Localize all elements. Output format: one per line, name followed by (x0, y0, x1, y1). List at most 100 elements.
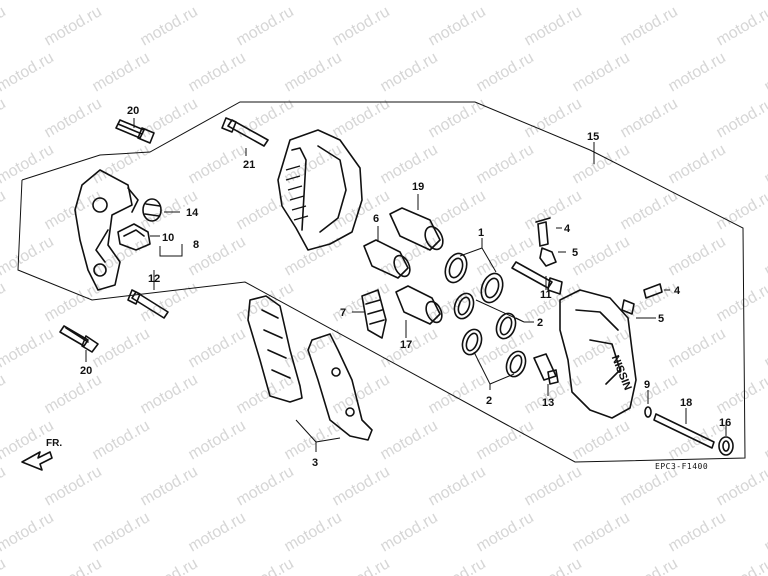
watermark-text: motod.ru (234, 3, 297, 49)
watermark-text: motod.ru (474, 325, 537, 371)
callout-8: 8 (193, 239, 199, 251)
callout-17: 17 (400, 339, 412, 351)
watermark-text: motod.ru (522, 463, 585, 509)
callout-14: 14 (186, 207, 199, 219)
brake-pad-left (247, 295, 303, 403)
watermark-text: motod.ru (138, 95, 201, 141)
watermark-text: motod.ru (186, 0, 249, 3)
callout-18: 18 (680, 397, 692, 409)
watermark-text: motod.ru (42, 555, 105, 576)
callout-10: 10 (162, 232, 174, 244)
watermark-text: motod.ru (234, 279, 297, 325)
callout-20-upper: 20 (127, 105, 139, 117)
bleeder-4-upper (535, 217, 551, 247)
watermark-text: motod.ru (186, 417, 249, 463)
watermark-text: motod.ru (378, 141, 441, 187)
callout-3: 3 (312, 457, 318, 469)
watermark-text: motod.ru (90, 0, 153, 3)
callout-12: 12 (148, 273, 160, 285)
watermark-text: motod.ru (0, 279, 9, 325)
piston-17 (395, 285, 443, 325)
watermark-text: motod.ru (522, 187, 585, 233)
watermark-text: motod.ru (714, 555, 768, 576)
caliper-brand-text: NISSIN (609, 354, 634, 393)
watermark-text: motod.ru (570, 0, 633, 3)
watermark-text: motod.ru (42, 463, 105, 509)
watermark-text: motod.ru (186, 325, 249, 371)
callout-19: 19 (412, 181, 424, 193)
watermark-text: motod.ru (714, 463, 768, 509)
watermark-text: motod.ru (762, 141, 768, 187)
watermark-text: motod.ru (378, 0, 441, 3)
watermark-text: motod.ru (570, 417, 633, 463)
watermark-text: motod.ru (138, 463, 201, 509)
watermark-text: motod.ru (618, 555, 681, 576)
front-direction-marker: FR. (21, 438, 62, 471)
pin-18 (653, 413, 715, 449)
watermark-text: motod.ru (522, 279, 585, 325)
watermark-text: motod.ru (330, 371, 393, 417)
watermark-text: motod.ru (474, 0, 537, 3)
watermark-text: motod.ru (618, 279, 681, 325)
leader-lines (85, 118, 727, 452)
seal-set-1 (444, 252, 504, 304)
watermark-text: motod.ru (0, 233, 57, 279)
watermark-text: motod.ru (522, 555, 585, 576)
bolt-20-upper (115, 119, 155, 144)
bolt-13 (533, 353, 559, 385)
watermark-text: motod.ru (570, 233, 633, 279)
bolt-21 (221, 117, 269, 147)
watermark-text: motod.ru (378, 49, 441, 95)
watermark-text: motod.ru (0, 3, 9, 49)
watermark-text: motod.ru (138, 371, 201, 417)
pad-spring-7 (361, 289, 387, 339)
watermark-text: motod.ru (90, 417, 153, 463)
callout-15: 15 (587, 131, 599, 143)
watermark-text: motod.ru (426, 463, 489, 509)
watermark-text: motod.ru (378, 509, 441, 555)
watermark-text: motod.ru (234, 463, 297, 509)
watermark-text: motod.ru (0, 49, 57, 95)
watermark-text: motod.ru (618, 3, 681, 49)
watermark-text: motod.ru (282, 233, 345, 279)
watermark-text: motod.ru (186, 49, 249, 95)
watermark-text: motod.ru (330, 555, 393, 576)
callout-13: 13 (542, 397, 554, 409)
watermark-text: motod.ru (762, 233, 768, 279)
watermark-text: motod.ru (666, 49, 729, 95)
callout-21: 21 (243, 159, 255, 171)
watermark-text: motod.ru (330, 279, 393, 325)
watermark-text: motod.ru (426, 3, 489, 49)
watermark-text: motod.ru (714, 371, 768, 417)
watermark-text: motod.ru (0, 509, 57, 555)
watermark-text: motod.ru (474, 509, 537, 555)
caliper-inner-body (559, 289, 637, 419)
plug-16 (718, 436, 734, 456)
watermark-text: motod.ru (762, 509, 768, 555)
callout-4-lower: 4 (674, 285, 681, 297)
boot-14 (142, 198, 162, 222)
watermark-text: motod.ru (666, 141, 729, 187)
watermark-text: motod.ru (426, 371, 489, 417)
watermark-text: motod.ru (330, 3, 393, 49)
bolt-11 (511, 261, 563, 295)
watermark-text: motod.ru (0, 555, 9, 576)
bolt-20-lower (59, 325, 99, 353)
callout-9: 9 (644, 379, 650, 391)
watermark-text: motod.ru (714, 95, 768, 141)
watermark-text: motod.ru (618, 95, 681, 141)
watermark-text: motod.ru (330, 463, 393, 509)
watermark-text: motod.ru (474, 233, 537, 279)
callout-5-upper: 5 (572, 247, 578, 259)
bleeder-4-lower (643, 283, 663, 299)
watermark-text: motod.ru (0, 187, 9, 233)
watermark-text: motod.ru (714, 3, 768, 49)
watermark-text: motod.ru (138, 3, 201, 49)
watermark-text: motod.ru (570, 49, 633, 95)
cap-5-lower (621, 299, 635, 315)
watermark-text: motod.ru (474, 141, 537, 187)
watermark-text: motod.ru (90, 49, 153, 95)
